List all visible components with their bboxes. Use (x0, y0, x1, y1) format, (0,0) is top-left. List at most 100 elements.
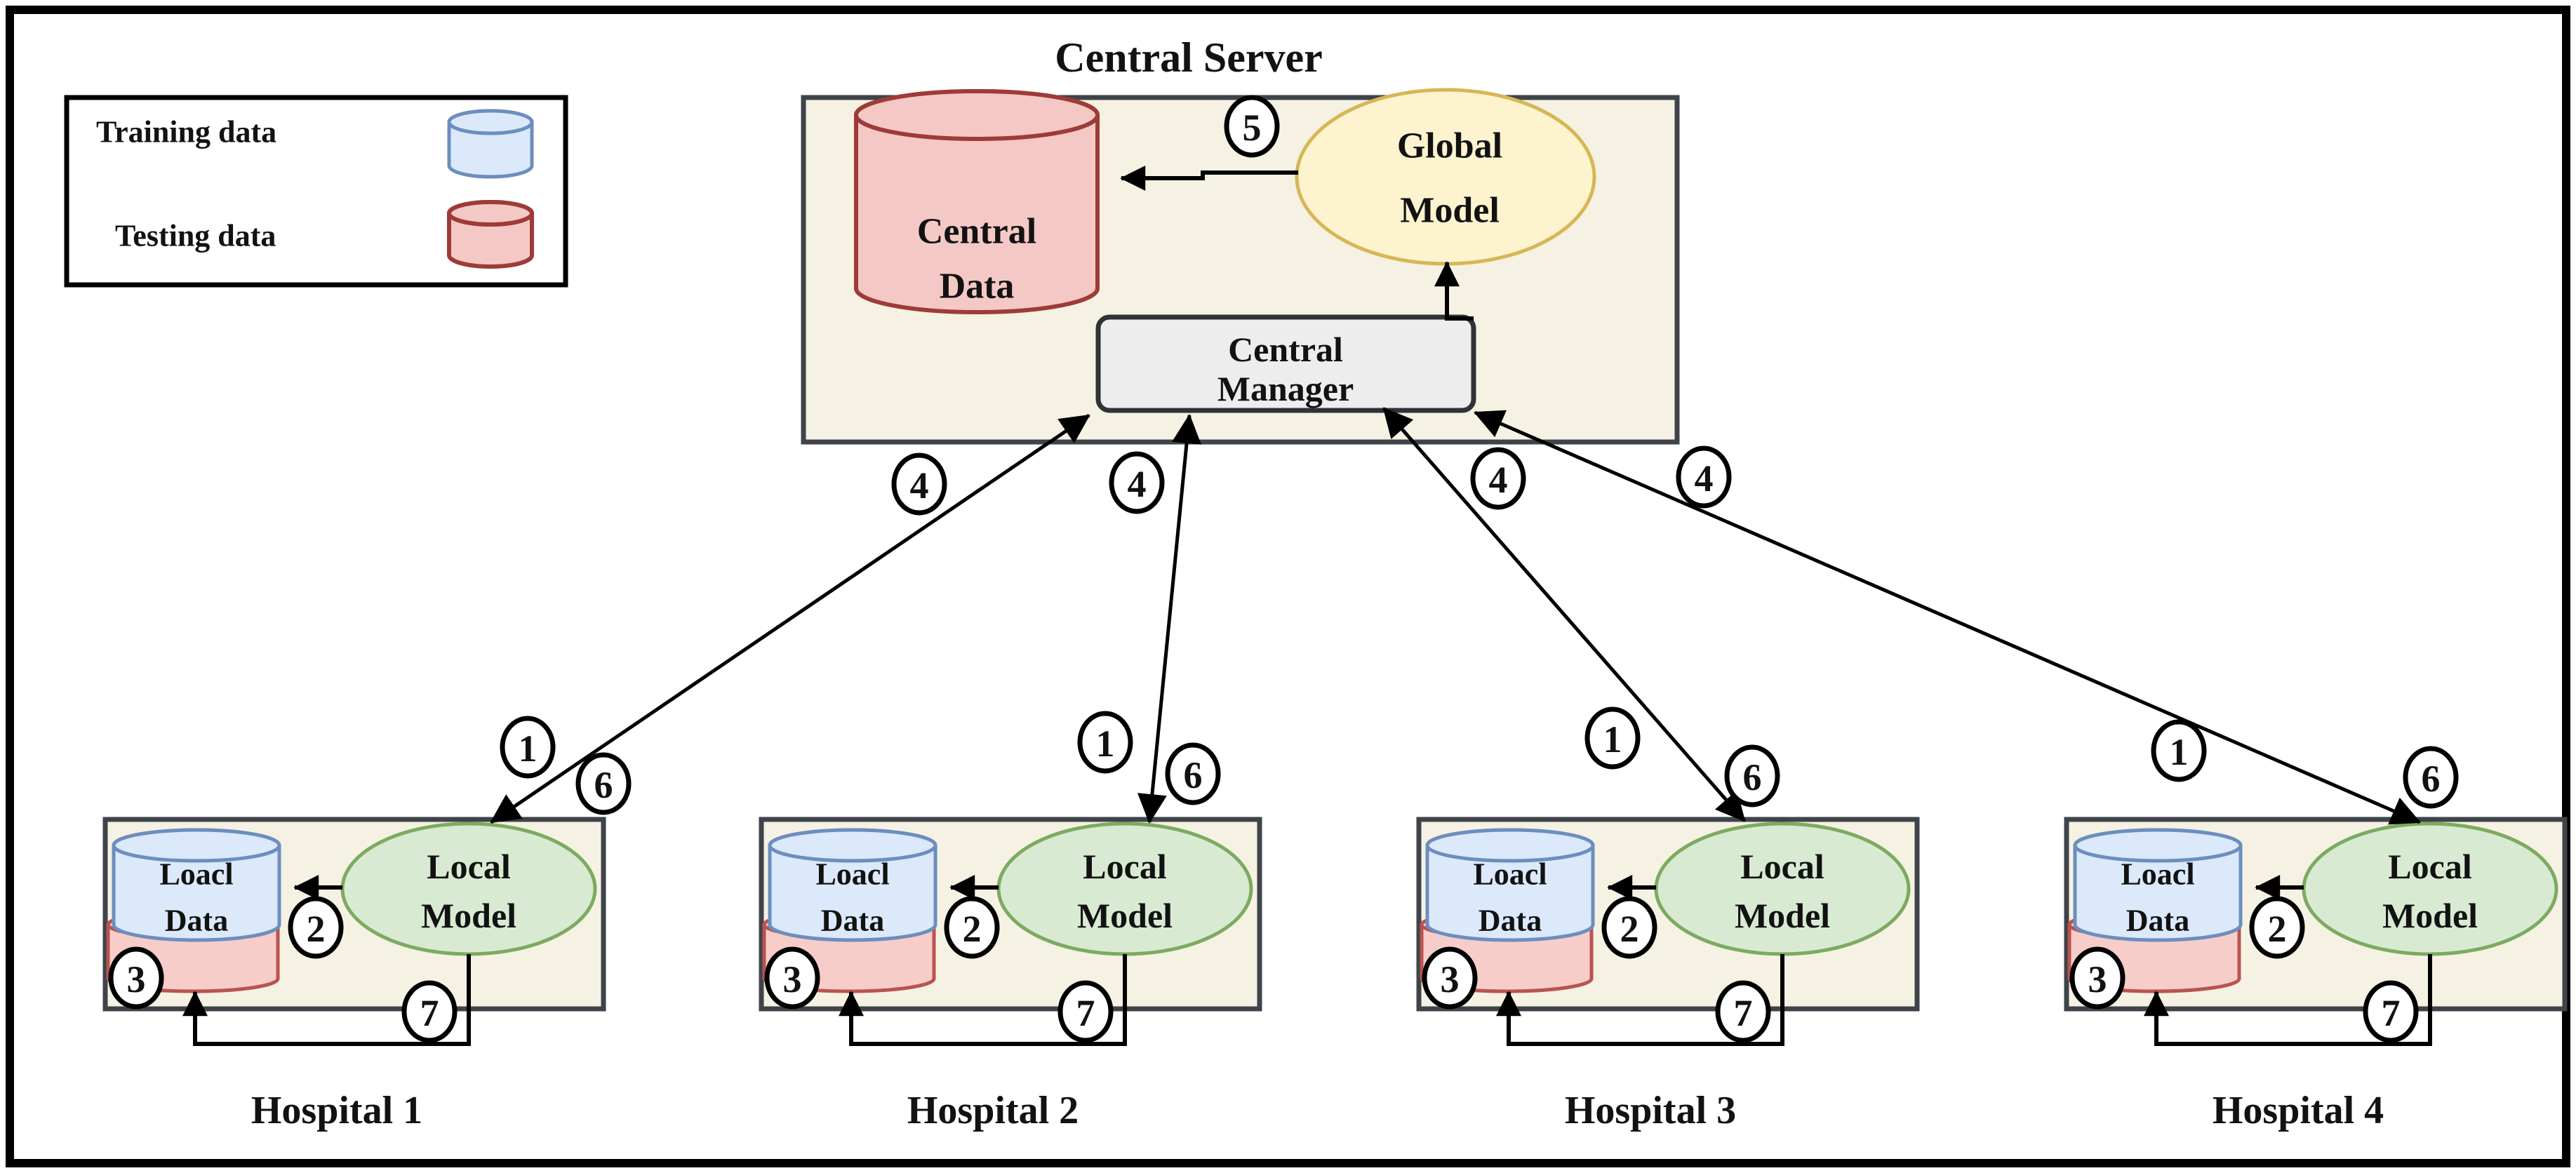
hospital-1-local-model-line1: Local (427, 847, 511, 886)
hospital-4-label: Hospital 4 (2213, 1089, 2384, 1132)
step-circle-4-h2: 4 (1109, 451, 1165, 514)
step-label-1: 1 (2170, 731, 2189, 773)
step-circle-5: 5 (1224, 95, 1280, 158)
hospital-3-local-data-cylinder: Loacl Data (1425, 828, 1595, 942)
step-circle-6-h4: 6 (2403, 746, 2459, 809)
hospital-3-label: Hospital 3 (1565, 1089, 1736, 1132)
testing-data-cylinder-icon (447, 200, 534, 269)
hospital-2: Loacl Data Local Model 2 3 7 Hospital 2 (759, 817, 1262, 1132)
hospital-4: Loacl Data Local Model 2 3 7 Hospital 4 (2064, 817, 2568, 1132)
hospital-3-local-model-ellipse: Local Model (1654, 822, 1911, 956)
step-label-1: 1 (1096, 723, 1115, 765)
step-circle-4-h4: 4 (1676, 445, 1732, 509)
step-label-6: 6 (1184, 754, 1203, 796)
step-circle-6-h1: 6 (575, 752, 632, 815)
hospital-1-local-data-line1: Loacl (159, 857, 233, 892)
hospital-3-local-data-line1: Loacl (1473, 857, 1547, 892)
hospital-1-local-model-line2: Model (421, 896, 516, 935)
step-circle-7: 7 (2363, 980, 2419, 1043)
step-label-7: 7 (1734, 992, 1753, 1034)
hospital-4-local-model-line2: Model (2382, 896, 2478, 935)
step-label-7: 7 (420, 992, 439, 1034)
hospital-2-loop-arrow (839, 954, 1127, 1046)
step-circle-4-h1: 4 (891, 453, 947, 516)
legend: Training data Testing data (64, 95, 568, 288)
step-label-1: 1 (1603, 718, 1622, 760)
step-label-7: 7 (2382, 992, 2401, 1034)
global-model-label-line2: Model (1400, 191, 1500, 231)
step-circle-3: 3 (2069, 946, 2125, 1010)
central-manager-label-line2: Manager (1217, 369, 1354, 408)
hospital-2-local-model-line1: Local (1083, 847, 1167, 886)
arrow-global-to-central-data (1120, 166, 1298, 191)
step-circle-4-h3: 4 (1470, 447, 1526, 510)
hospital-3-loop-arrow (1496, 954, 1784, 1046)
legend-label-testing: Testing data (115, 219, 276, 253)
step-circle-3: 3 (1422, 946, 1478, 1010)
step-label-3: 3 (1441, 958, 1460, 1000)
central-server: Central Data Global Model Central Manage… (801, 88, 1680, 445)
step-label-6: 6 (1743, 756, 1762, 798)
global-model-label-line1: Global (1397, 126, 1502, 166)
hospital-2-local-data-line2: Data (821, 904, 884, 938)
training-data-cylinder-icon (447, 109, 534, 179)
step-label-2: 2 (1620, 908, 1639, 950)
step-label-4: 4 (1128, 463, 1147, 505)
hospital-4-local-data-line2: Data (2126, 904, 2189, 938)
hospital-3: Loacl Data Local Model 2 3 7 Hospital 3 (1416, 817, 1920, 1132)
hospital-4-local-data-line1: Loacl (2121, 857, 2194, 892)
hospital-2-local-data-cylinder: Loacl Data (768, 828, 937, 942)
central-server-title: Central Server (1055, 34, 1323, 81)
step-label-6: 6 (594, 764, 613, 806)
hospital-2-local-data-line1: Loacl (815, 857, 889, 892)
step-label-3: 3 (2088, 958, 2107, 1000)
step-circle-6-h3: 6 (1724, 744, 1780, 807)
step-label-3: 3 (783, 958, 802, 1000)
step-circle-2: 2 (2249, 896, 2305, 959)
step-circle-6-h2: 6 (1165, 742, 1221, 805)
arrow-manager-to-global-model (1434, 261, 1474, 321)
hospital-4-local-model-line1: Local (2388, 847, 2472, 886)
link-hospital-2-manager (1137, 413, 1201, 824)
hospital-2-local-model-ellipse: Local Model (996, 822, 1253, 956)
hospital-1-label: Hospital 1 (251, 1089, 422, 1132)
step-label-3: 3 (127, 958, 146, 1000)
central-manager-label-line1: Central (1228, 330, 1343, 369)
hospital-1-local-data-cylinder: Loacl Data (112, 828, 281, 942)
hospital-server-links (490, 407, 2421, 825)
step-circle-2: 2 (944, 896, 1000, 959)
link-hospital-1-manager (490, 413, 1090, 824)
hospital-1-local-model-ellipse: Local Model (340, 822, 597, 956)
hospital-4-local-model-ellipse: Local Model (2302, 822, 2558, 956)
hospital-4-loop-arrow (2144, 954, 2432, 1046)
step-circle-2: 2 (288, 896, 344, 959)
central-data-label-line2: Data (940, 267, 1015, 307)
step-label-4: 4 (1489, 459, 1508, 501)
step-label-2: 2 (963, 908, 982, 950)
step-label-4: 4 (910, 464, 929, 507)
hospital-3-local-model-line2: Model (1735, 896, 1830, 935)
link-hospital-4-manager (1474, 410, 2421, 825)
step-circle-3: 3 (108, 946, 164, 1010)
step-label-6: 6 (2422, 758, 2441, 800)
step-circle-2: 2 (1601, 896, 1657, 959)
step-circle-7: 7 (1057, 980, 1114, 1043)
step-label-5: 5 (1243, 107, 1262, 149)
hospital-2-label: Hospital 2 (907, 1089, 1079, 1132)
hospital-3-local-data-line2: Data (1479, 904, 1542, 938)
hospital-2-local-model-line2: Model (1077, 896, 1173, 935)
central-data-label-line1: Central (917, 212, 1036, 252)
step-circle-1-h4: 1 (2151, 719, 2207, 782)
step-label-1: 1 (519, 728, 538, 770)
step-label-2: 2 (2268, 908, 2287, 950)
figure-border (6, 6, 2570, 1167)
step-circle-1-h1: 1 (500, 716, 556, 779)
legend-label-training: Training data (96, 115, 276, 149)
step-label-7: 7 (1076, 992, 1095, 1034)
step-label-2: 2 (307, 908, 326, 950)
step-circle-1-h2: 1 (1077, 711, 1133, 774)
step-label-4: 4 (1695, 457, 1714, 500)
hospital-1: Loacl Data Local Model 2 3 7 Hospital 1 (102, 817, 606, 1132)
